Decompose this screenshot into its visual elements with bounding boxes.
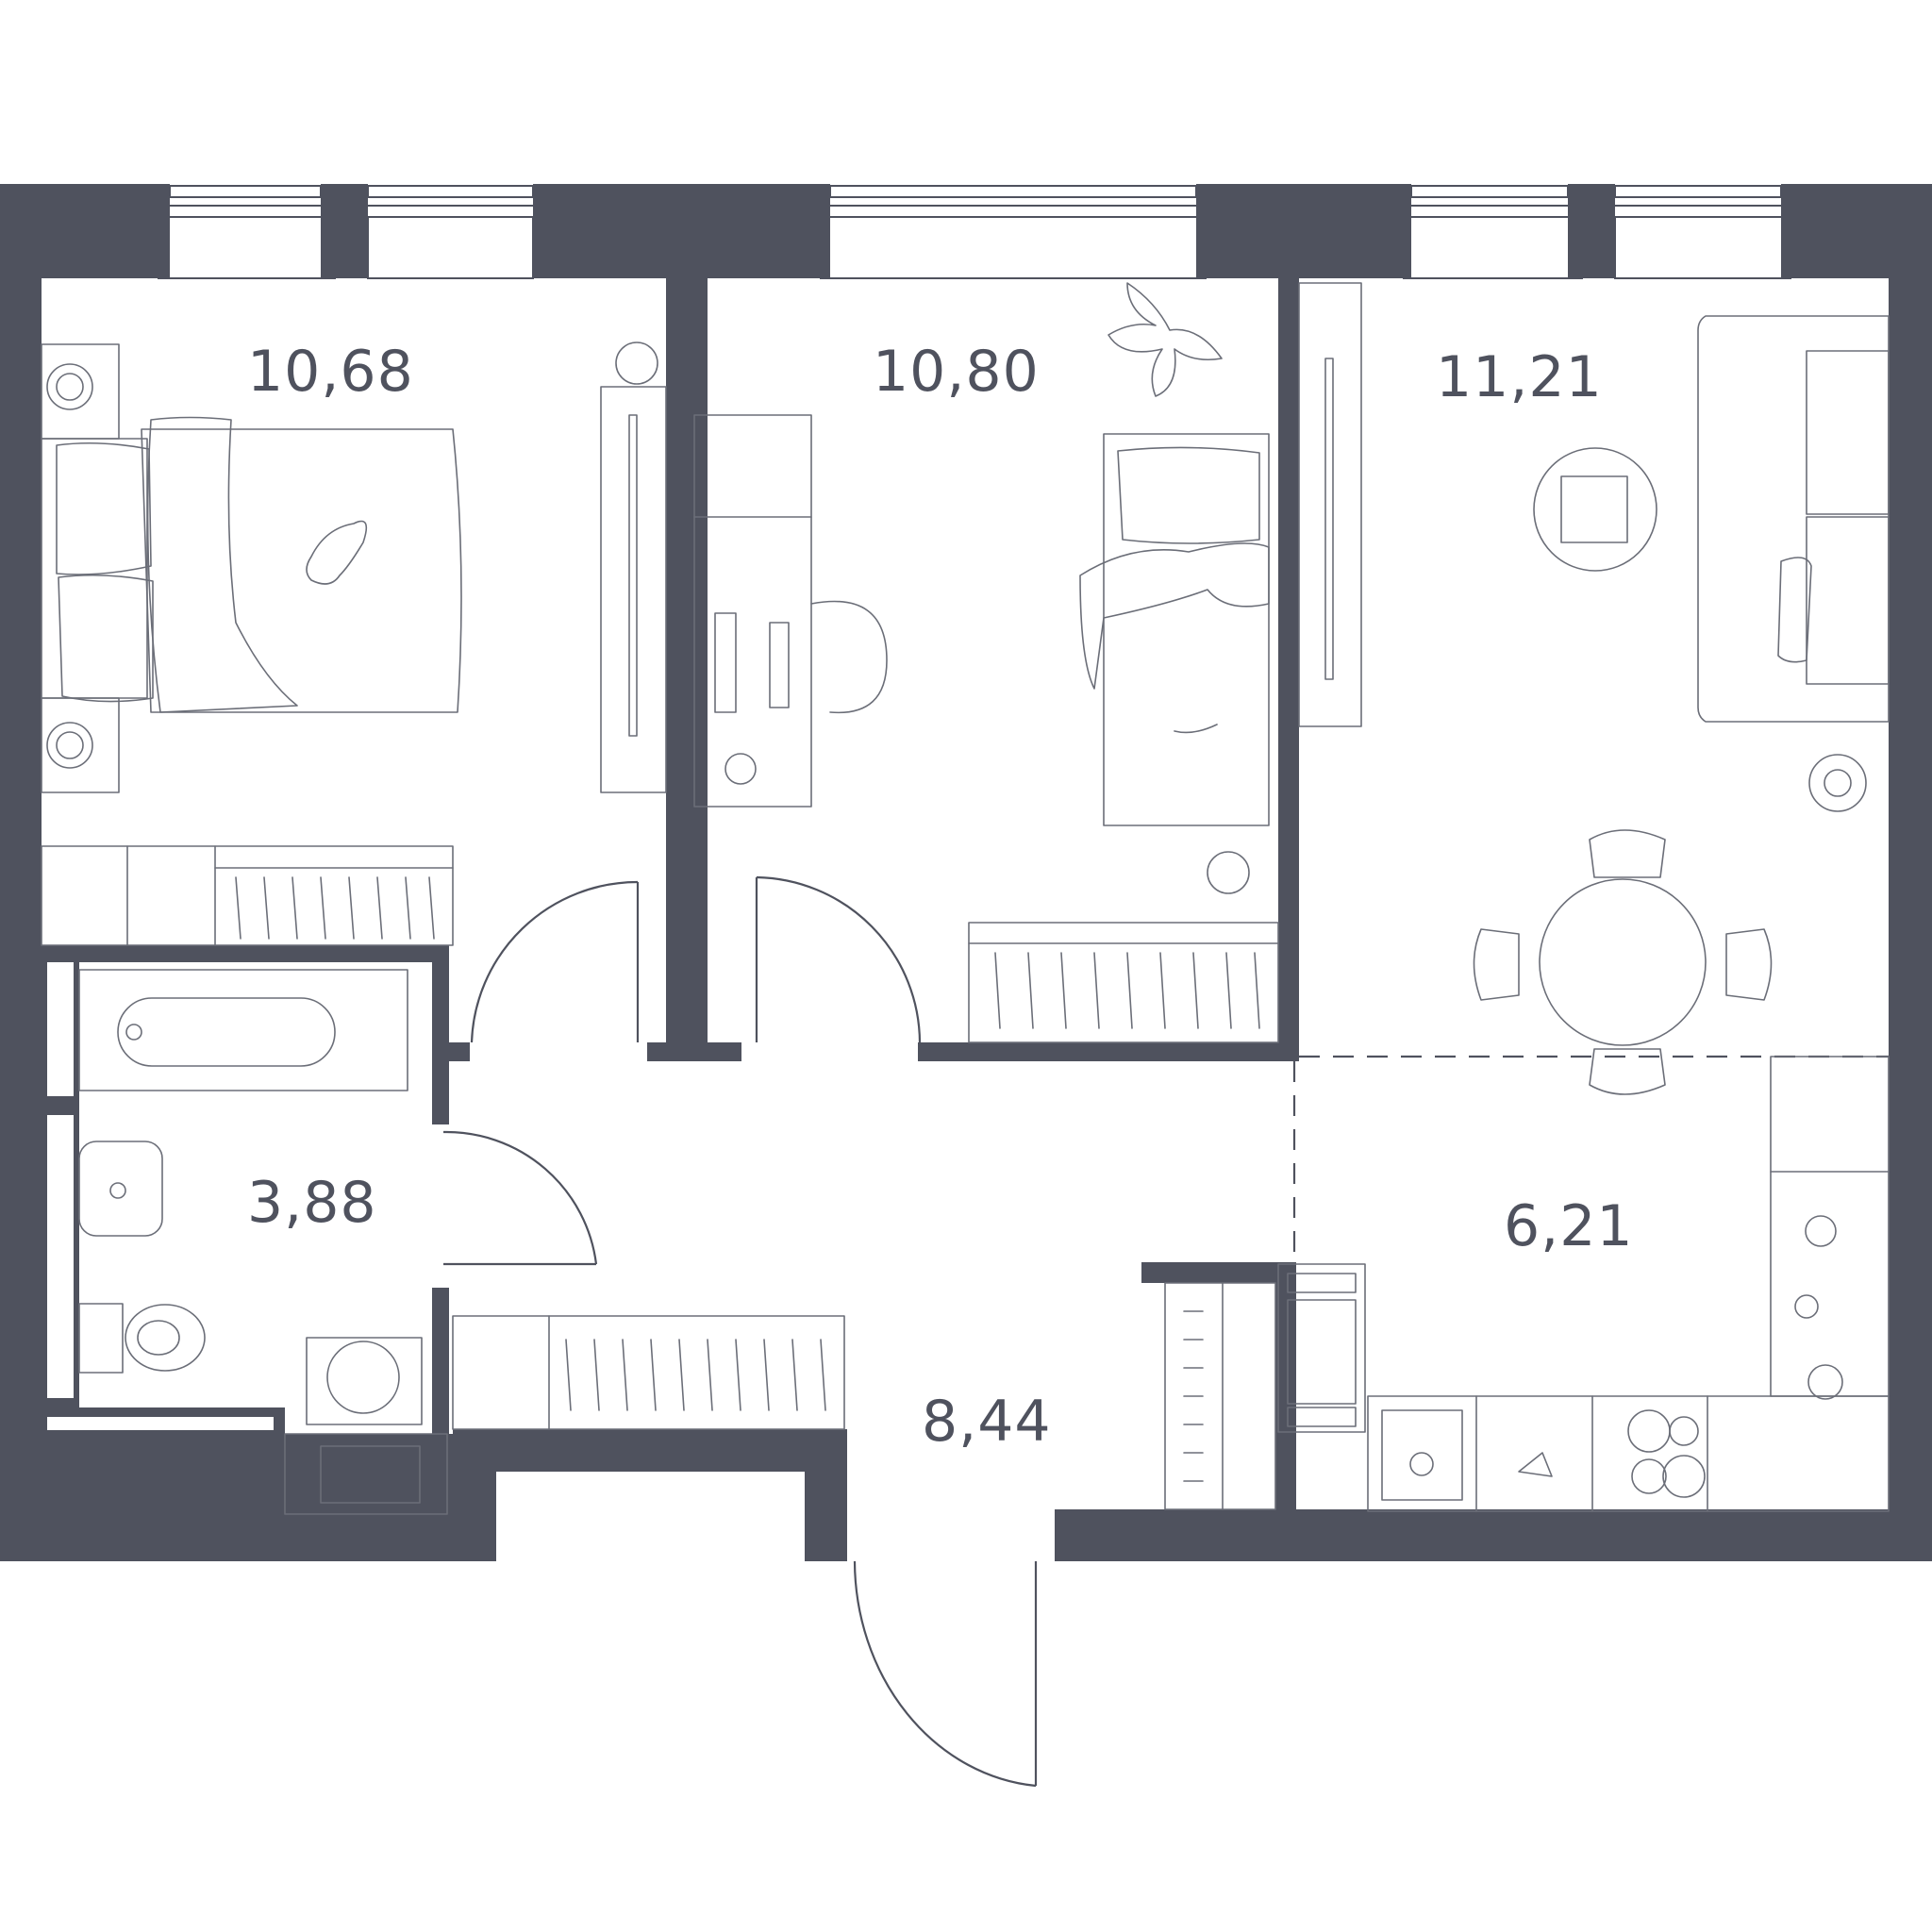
bedroom-1-furniture: [41, 341, 667, 946]
windows: [158, 185, 1791, 279]
bedroom-2-furniture: [693, 282, 1279, 1043]
area-labels: 10,68 10,80 11,21 3,88 6,21 8,44: [247, 339, 1634, 1455]
area-label-bedroom-1: 10,68: [247, 339, 414, 405]
hallway-furniture: [452, 1263, 1366, 1510]
area-label-living-room: 11,21: [1436, 344, 1603, 410]
bathroom-furniture: [78, 969, 448, 1515]
walls: [0, 184, 1932, 1561]
area-label-kitchen: 6,21: [1504, 1193, 1634, 1259]
doors: [442, 875, 1038, 1788]
area-label-bathroom: 3,88: [247, 1170, 377, 1236]
living-furniture: [1298, 282, 1890, 1095]
area-label-hallway: 8,44: [922, 1389, 1052, 1455]
kitchen-furniture: [1367, 1056, 1890, 1512]
area-label-bedroom-2: 10,80: [873, 339, 1040, 405]
